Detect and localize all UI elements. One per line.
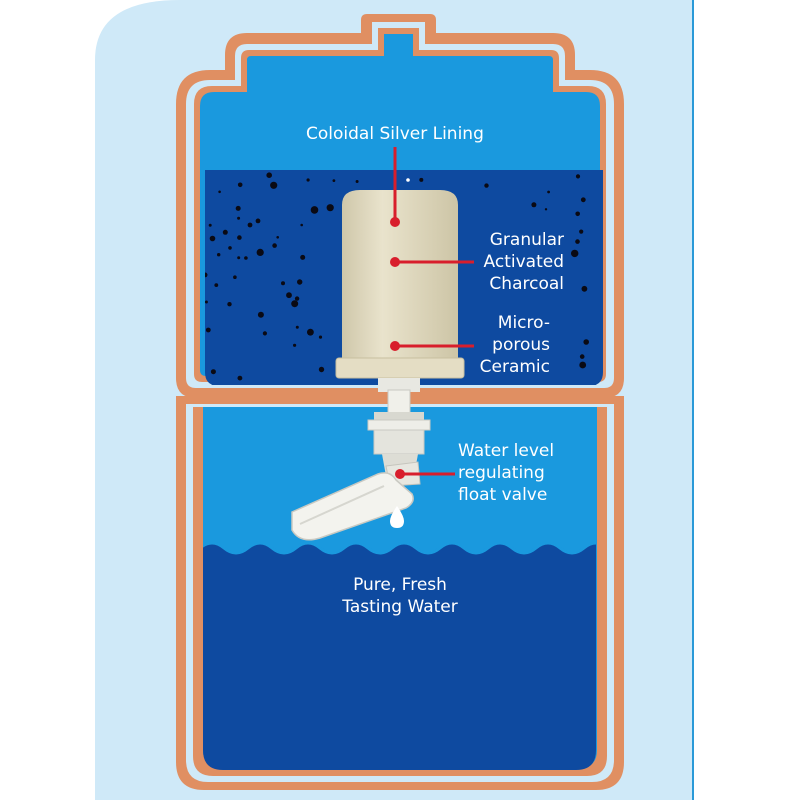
charcoal-particle: [270, 181, 278, 189]
label-water: Pure, Fresh Tasting Water: [342, 575, 458, 617]
charcoal-particle: [210, 369, 216, 375]
charcoal-particle: [205, 327, 211, 333]
charcoal-particle: [208, 223, 212, 227]
charcoal-particle: [217, 253, 221, 257]
charcoal-particle: [244, 256, 248, 260]
charcoal-particle: [579, 361, 587, 369]
charcoal-particle: [484, 183, 489, 188]
charcoal-particle: [237, 256, 241, 260]
charcoal-particle: [209, 235, 216, 242]
pointer-ceramic: [390, 341, 474, 351]
charcoal-particle: [276, 236, 280, 239]
charcoal-particle: [237, 182, 243, 188]
charcoal-particle: [307, 328, 314, 336]
charcoal-particle: [247, 222, 253, 228]
charcoal-particle: [235, 205, 241, 211]
charcoal-particle: [580, 197, 586, 203]
charcoal-particles: [205, 172, 589, 381]
label-float-valve: Water level regulating float valve: [458, 441, 555, 505]
charcoal-particle: [266, 172, 273, 178]
charcoal-particle: [205, 272, 208, 278]
charcoal-particle: [293, 343, 297, 347]
charcoal-particle: [297, 279, 303, 285]
charcoal-particle: [295, 325, 299, 329]
charcoal-particle: [332, 179, 336, 183]
water-wave-line: [203, 541, 596, 555]
charcoal-particle: [355, 180, 359, 183]
charcoal-particle: [326, 204, 334, 212]
charcoal-particle: [575, 239, 580, 244]
charcoal-particle: [318, 366, 325, 373]
charcoal-particle: [531, 202, 537, 208]
charcoal-particle: [286, 292, 292, 299]
charcoal-particle: [575, 174, 581, 179]
charcoal-particle: [237, 375, 243, 381]
charcoal-particle: [222, 229, 228, 235]
label-charcoal: Granular Activated Charcoal: [483, 230, 564, 294]
charcoal-particle: [237, 235, 242, 240]
charcoal-particle: [544, 208, 548, 211]
charcoal-particle: [310, 206, 319, 214]
charcoal-particle: [255, 218, 261, 224]
charcoal-particle: [262, 331, 267, 336]
water-drop-icon: [390, 506, 404, 528]
charcoal-particle: [214, 283, 219, 287]
charcoal-particle: [205, 300, 208, 304]
charcoal-particle: [233, 275, 237, 280]
charcoal-particle: [575, 211, 580, 217]
charcoal-particle: [547, 190, 550, 194]
ceramic-filter-cartridge: [335, 190, 465, 379]
charcoal-particle: [218, 190, 221, 194]
label-silver-lining: Coloidal Silver Lining: [306, 124, 484, 144]
charcoal-particle: [291, 300, 299, 308]
pointer-charcoal: [390, 257, 474, 267]
pointer-float-valve: [395, 469, 455, 479]
pointer-silver-lining: [390, 147, 400, 227]
silver-particle: [406, 178, 410, 182]
charcoal-particle: [306, 178, 310, 182]
charcoal-particle: [571, 249, 579, 258]
charcoal-particle: [581, 285, 588, 292]
charcoal-particle: [300, 254, 306, 260]
charcoal-particle: [257, 311, 264, 318]
charcoal-particle: [300, 223, 304, 227]
label-ceramic: Micro- porous Ceramic: [479, 313, 550, 377]
charcoal-particle: [237, 216, 241, 220]
charcoal-particle: [579, 354, 585, 359]
charcoal-particle: [419, 177, 424, 182]
charcoal-particle: [318, 335, 323, 339]
charcoal-particle: [272, 243, 277, 248]
charcoal-particle: [256, 248, 264, 256]
charcoal-particle: [227, 302, 232, 307]
charcoal-particle: [583, 339, 589, 345]
charcoal-particle: [294, 296, 300, 301]
lower-water-surface: [203, 543, 596, 770]
charcoal-particle: [228, 246, 232, 250]
charcoal-particle: [579, 229, 584, 234]
charcoal-particle: [281, 281, 285, 286]
